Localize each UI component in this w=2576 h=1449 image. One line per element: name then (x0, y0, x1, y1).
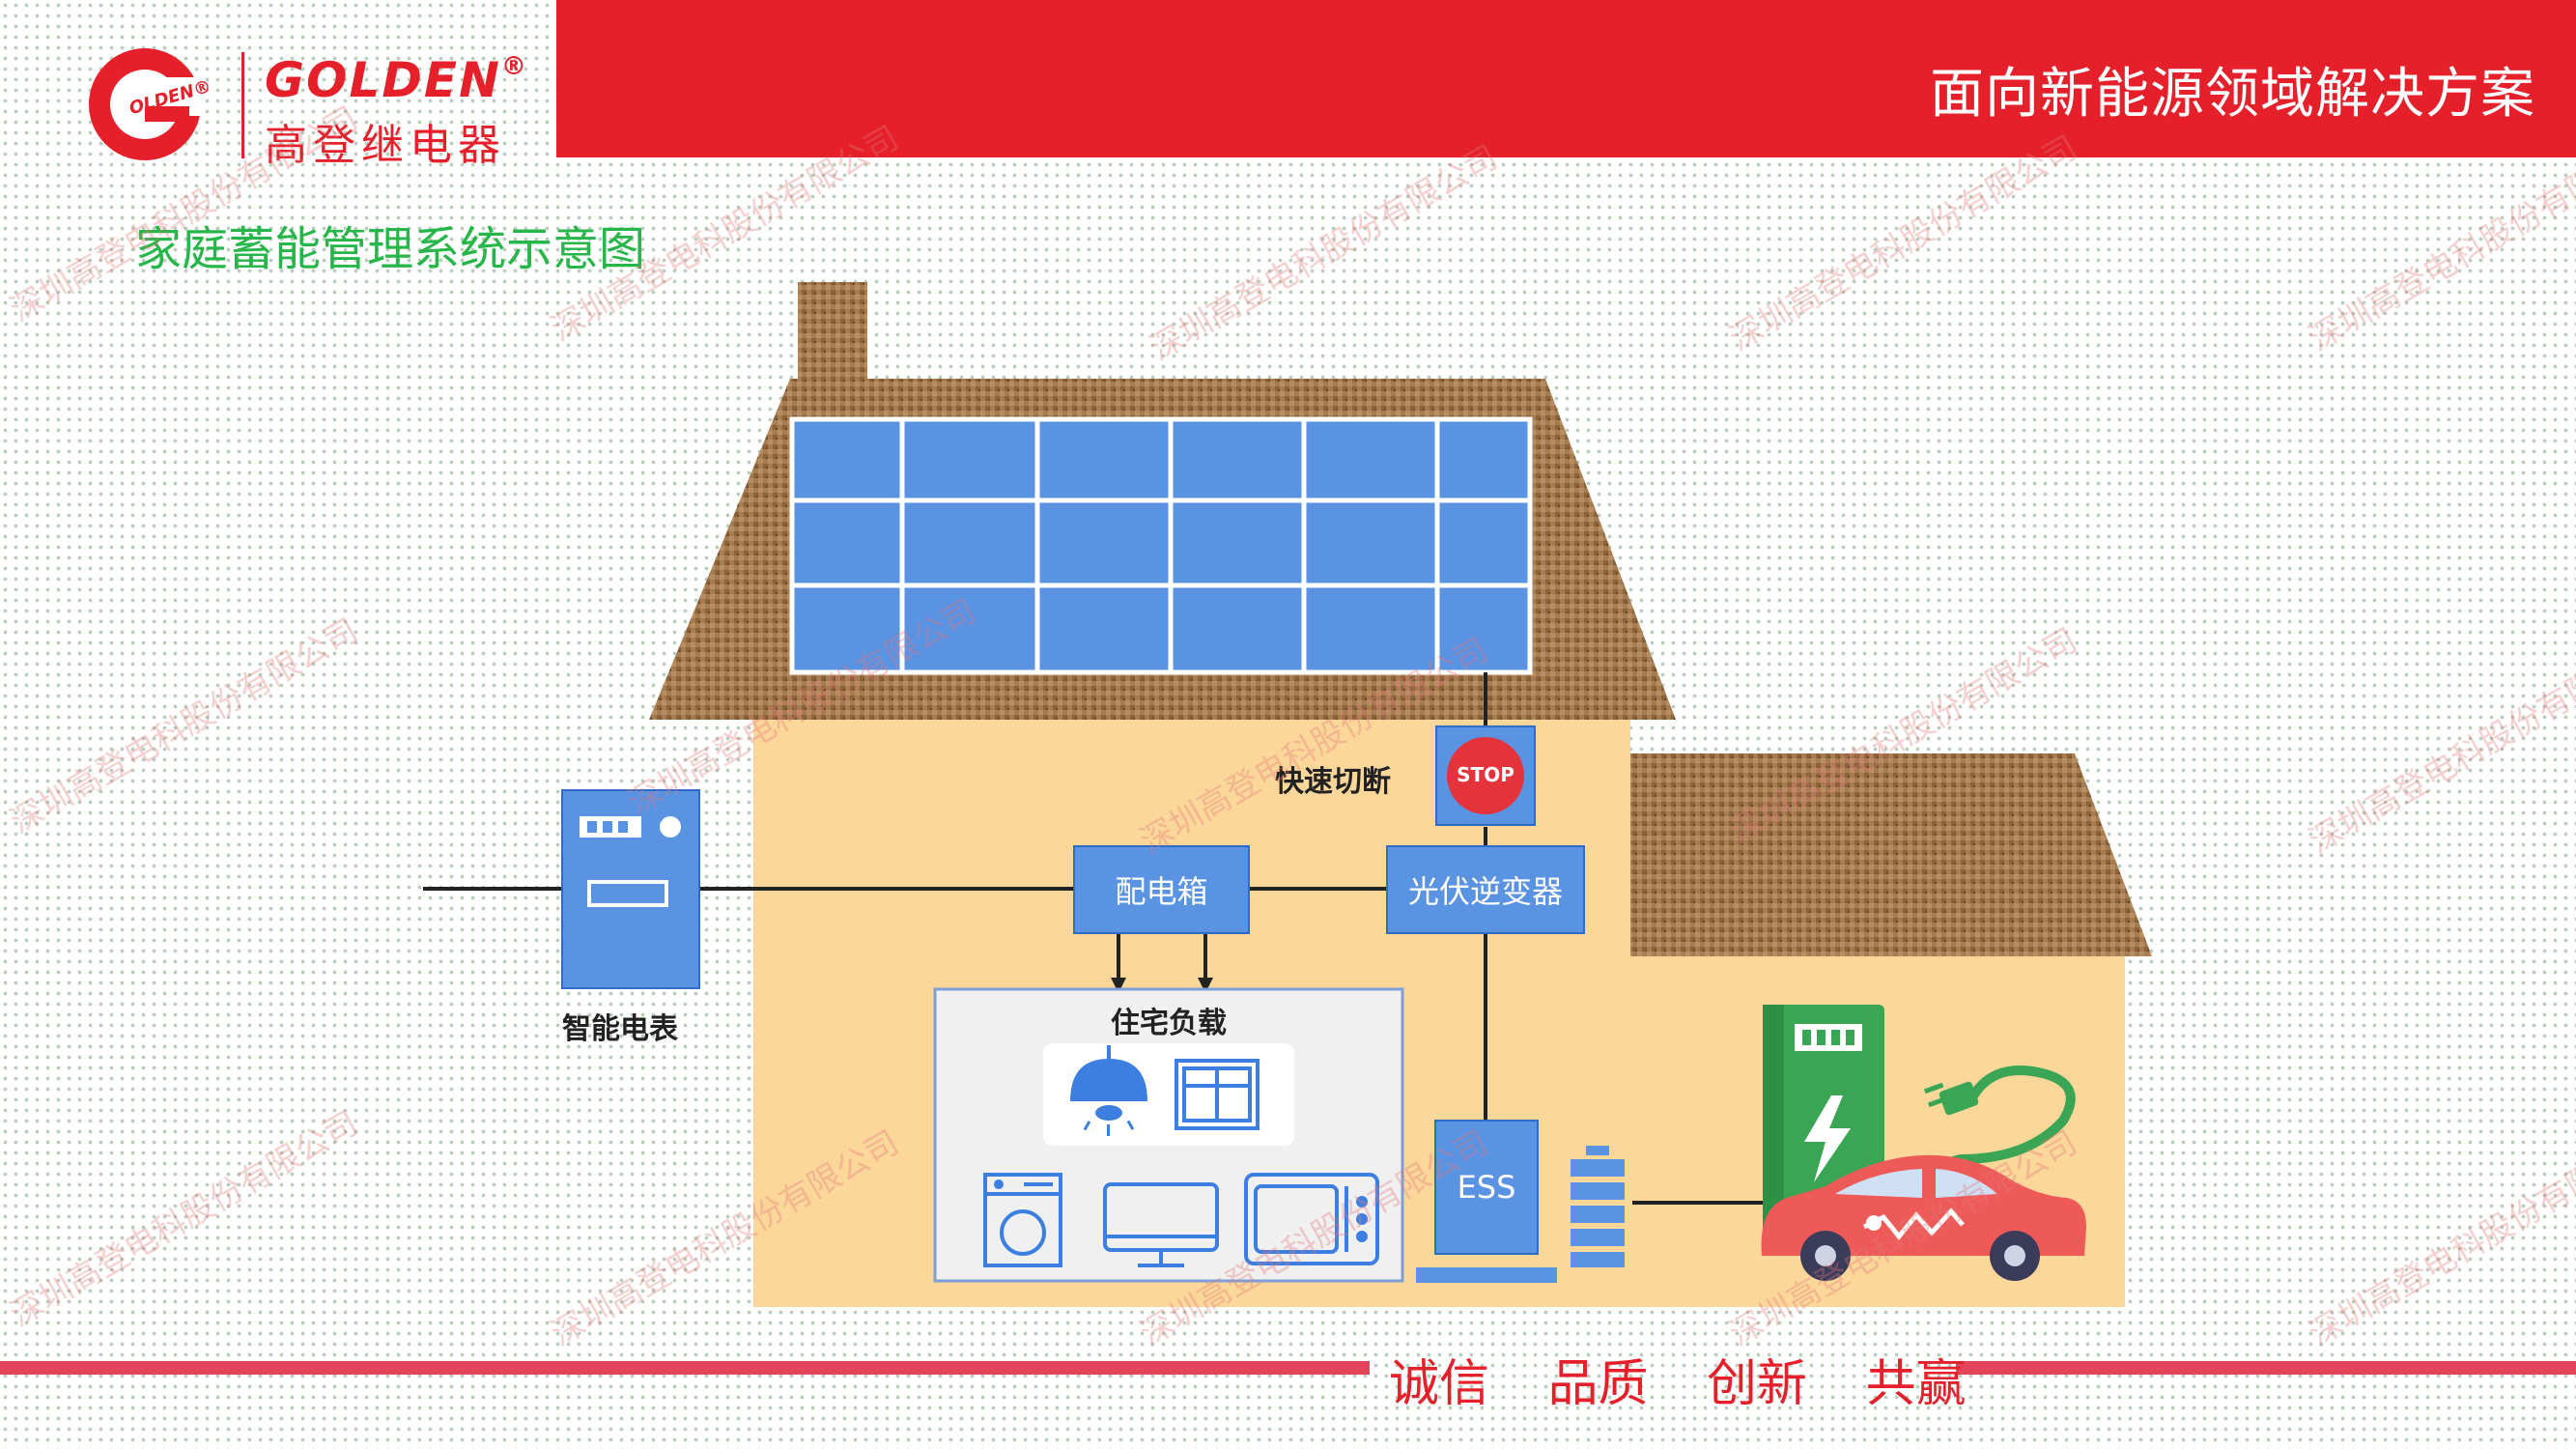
microwave-icon (1244, 1173, 1379, 1265)
logo-chinese: 高登继电器 (265, 121, 506, 170)
footer-line-left (0, 1361, 1370, 1375)
chimney (798, 282, 867, 388)
ess-unit (1416, 1120, 1557, 1283)
page-title: 家庭蓄能管理系统示意图 (135, 222, 646, 276)
pv-inverter-label: 光伏逆变器 (1407, 873, 1563, 910)
header-title: 面向新能源领域解决方案 (1930, 63, 2535, 126)
pv-inverter (1386, 845, 1585, 934)
footer-line-right (1956, 1361, 2576, 1375)
battery-icon (1571, 1146, 1625, 1267)
logo-g-mark: OLDEN® (89, 48, 213, 160)
header-bar: 面向新能源领域解决方案 (556, 0, 2576, 157)
company-logo: OLDEN® GOLDEN® 高登继电器 (89, 46, 543, 170)
plug-icon (1923, 1081, 1979, 1116)
window-icon (1175, 1059, 1260, 1130)
monitor-icon (1103, 1182, 1219, 1267)
distribution-box (1073, 845, 1250, 934)
logo-registered: ® (500, 52, 528, 81)
electric-car (1761, 1154, 2086, 1281)
logo-separator (241, 52, 244, 158)
footer-slogan: 诚信 品质 创新 共赢 (1389, 1355, 1967, 1413)
fast-shutdown-switch (1435, 725, 1536, 826)
washing-machine-icon (983, 1173, 1062, 1267)
logo-en-text: GOLDEN (265, 52, 501, 108)
side-roof (1630, 753, 2152, 956)
solar-panel (789, 416, 1533, 675)
stop-sign-text: STOP (1457, 763, 1514, 786)
smart-meter-label: 智能电表 (562, 1012, 678, 1046)
fast-shutdown-label: 快速切断 (1275, 765, 1391, 799)
residential-load-label: 住宅负载 (1111, 1007, 1227, 1040)
wiring (423, 672, 1763, 1205)
smart-meter (561, 789, 700, 989)
logo-english: GOLDEN® (265, 52, 528, 108)
distribution-box-label: 配电箱 (1115, 873, 1208, 910)
ess-label: ESS (1457, 1169, 1516, 1206)
lamp-icon (1070, 1045, 1147, 1136)
lightning-icon (1804, 1095, 1851, 1182)
